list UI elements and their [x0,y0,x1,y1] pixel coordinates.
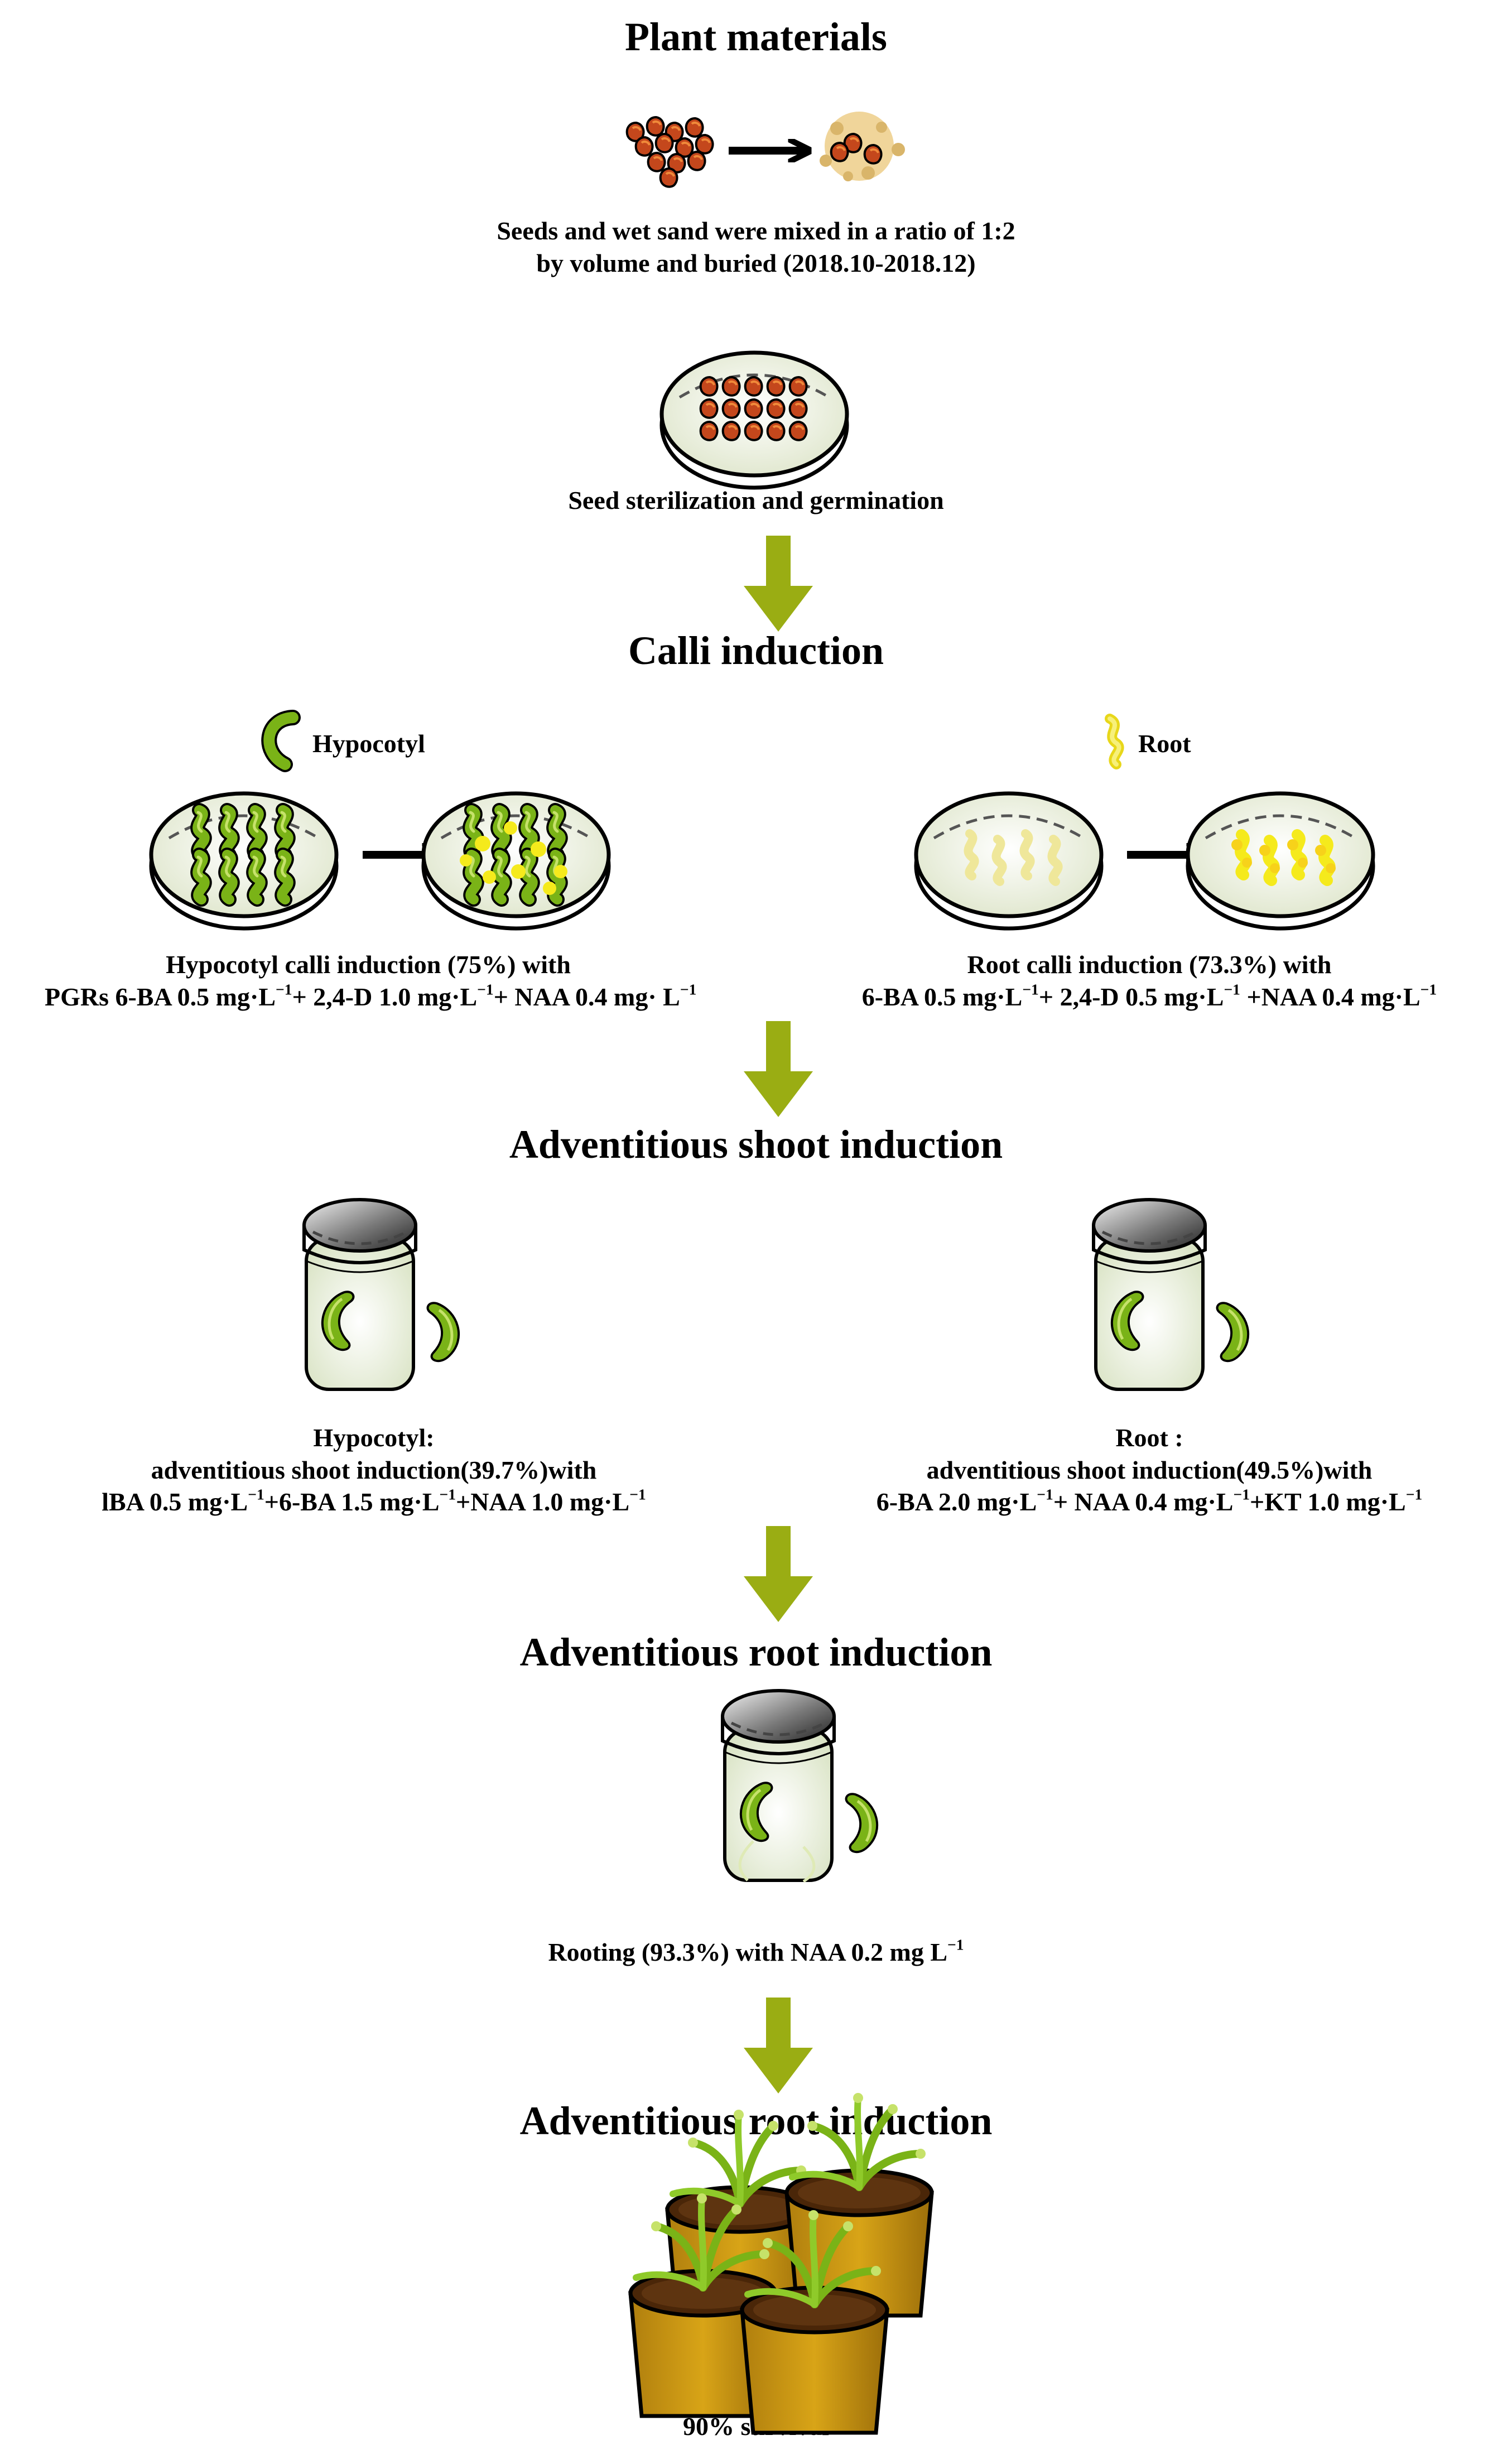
heading-shoot-induction: Adventitious shoot induction [509,1122,1003,1167]
hypocotyl-shoot-line1: Hypocotyl: [313,1423,435,1452]
root-calli-line2: 6-BA 0.5 mg·L−1+ 2,4-D 0.5 mg·L−1 +NAA 0… [861,980,1437,1011]
seed-pile [625,116,714,188]
hypocotyl-explant-dish [151,793,336,928]
hypocotyl-shoot-caption: Hypocotyl: adventitious shoot induction(… [50,1422,697,1518]
hypocotyl-calli-line1: Hypocotyl calli induction (75%) with [166,950,571,979]
hypocotyl-label: Hypocotyl [312,729,425,758]
seed-petri-dish [662,353,847,488]
hypocotyl-calli-caption: Hypocotyl calli induction (75%) with PGR… [45,949,697,1013]
root-shoot-caption: Root : adventitious shoot induction(49.5… [826,1422,1473,1518]
seed-caption-line2: by volume and buried (2018.10-2018.12) [536,248,976,277]
heading-plant-materials: Plant materials [625,15,887,59]
heading-calli-induction: Calli induction [628,628,884,673]
root-shoot-line1: Root : [1115,1423,1183,1452]
seed-caption-line1: Seeds and wet sand were mixed in a ratio… [497,216,1015,245]
root-label: Root [1138,729,1191,758]
rooting-caption: Rooting (93.3%) with NAA 0.2 mg L−1 [548,1936,964,1966]
sterilization-caption: Seed sterilization and germination [568,486,944,514]
hypocotyl-calli-line2: PGRs 6-BA 0.5 mg·L−1+ 2,4-D 1.0 mg·L−1+ … [45,980,697,1011]
root-callus-dish [1188,793,1373,928]
hypocotyl-shoot-line2: adventitious shoot induction(39.7%)with [151,1455,597,1484]
seed-sand-mix [820,112,905,181]
root-calli-caption: Root calli induction (73.3%) with 6-BA 0… [826,949,1473,1013]
potted-plants [630,2093,932,2433]
seed-caption: Seeds and wet sand were mixed in a ratio… [0,215,1512,279]
hypocotyl-callus-dish [423,793,609,928]
rooting-roots [738,1840,816,1883]
root-icon [1105,714,1124,769]
heading-root-induction-2: Adventitious root induction [519,2099,993,2143]
flow-arrow-1 [744,536,813,632]
flow-arrow-4 [744,1998,813,2093]
root-shoot-line2: adventitious shoot induction(49.5%)with [926,1455,1373,1484]
root-shoot-jar [1094,1200,1248,1389]
root-explant-dish [916,793,1101,928]
flow-arrow-2 [744,1021,813,1117]
hypocotyl-icon [261,710,301,772]
heading-root-induction: Adventitious root induction [519,1630,993,1674]
root-calli-line1: Root calli induction (73.3%) with [967,950,1332,979]
hypocotyl-shoot-jar [304,1200,459,1389]
hypocotyl-shoot-line3: lBA 0.5 mg·L−1+6-BA 1.5 mg·L−1+NAA 1.0 m… [102,1485,646,1516]
root-shoot-line3: 6-BA 2.0 mg·L−1+ NAA 0.4 mg·L−1+KT 1.0 m… [876,1485,1423,1516]
flow-arrow-3 [744,1526,813,1622]
